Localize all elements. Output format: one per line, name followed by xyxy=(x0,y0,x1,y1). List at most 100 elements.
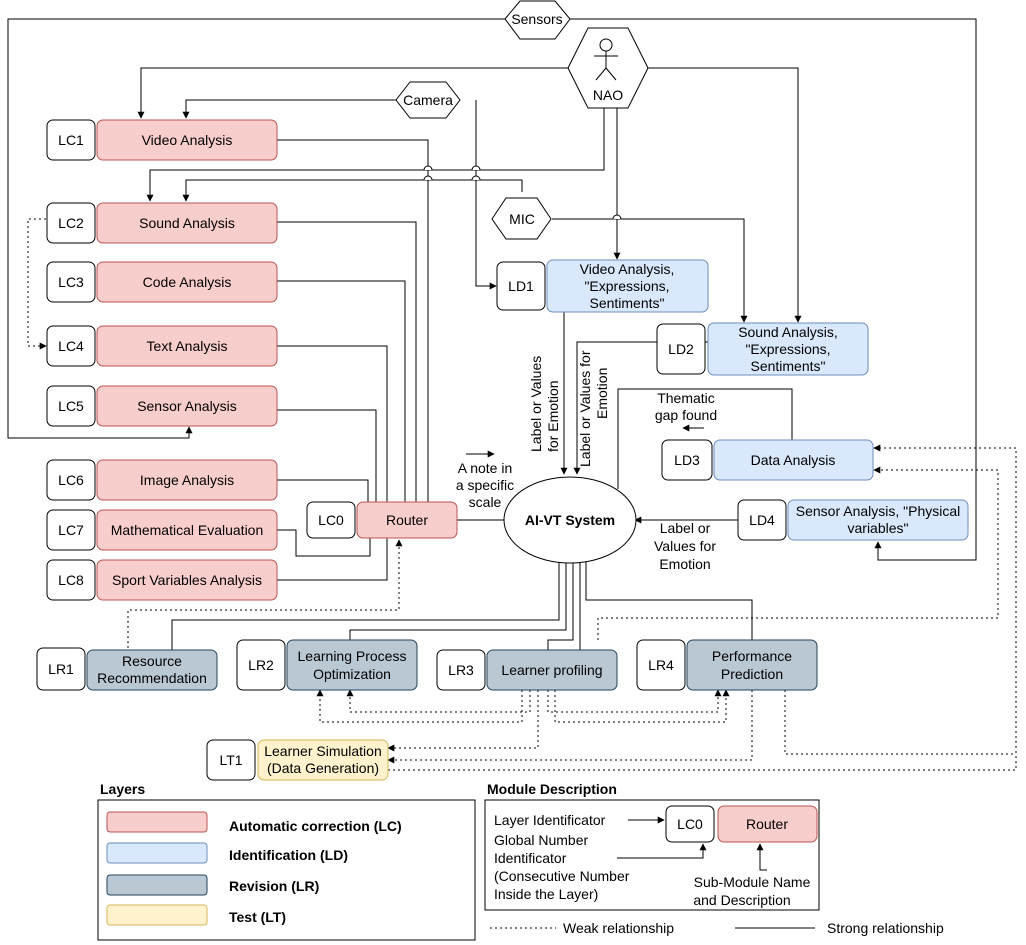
svg-text:Test (LT): Test (LT) xyxy=(229,909,286,925)
module-id: LC8 xyxy=(58,572,84,588)
module-ld4: LD4 Sensor Analysis, "Physical variables… xyxy=(737,499,969,541)
module-lc0: LC0 Router xyxy=(306,501,458,539)
relationship-legend: Weak relationship Strong relationship xyxy=(490,920,944,936)
svg-text:for Emotion: for Emotion xyxy=(545,380,561,452)
module-lc2: LC2 Sound Analysis xyxy=(46,202,278,244)
layers-title: Layers xyxy=(100,781,145,797)
svg-text:Automatic correction (LC): Automatic correction (LC) xyxy=(229,818,402,834)
svg-text:Values for: Values for xyxy=(654,538,716,554)
edge-nao-ld2 xyxy=(648,67,802,323)
weak-lr4-lt1 xyxy=(387,690,753,764)
module-label: Resource xyxy=(122,653,182,669)
weak-lr3-lr4-b xyxy=(554,689,730,723)
module-id: LD4 xyxy=(749,512,775,528)
legend-item-ld: Identification (LD) xyxy=(106,842,348,864)
svg-text:Sub-Module Name: Sub-Module Name xyxy=(694,874,811,890)
weak-lr3-ld3 xyxy=(597,466,999,640)
module-label: Performance xyxy=(712,648,792,664)
module-label: Recommendation xyxy=(97,670,207,686)
ld4-emotion-label: Label or Values for Emotion xyxy=(654,520,716,572)
note-annotation: A note in a specific scale xyxy=(456,460,514,510)
module-label: Data Analysis xyxy=(751,452,836,468)
nao-node: NAO xyxy=(567,27,649,109)
module-id: LC0 xyxy=(318,512,344,528)
module-lt1: LT1 Learner Simulation (Data Generation) xyxy=(206,739,389,781)
module-lc4: LC4 Text Analysis xyxy=(46,325,278,367)
svg-text:gap found: gap found xyxy=(655,407,717,423)
module-label: Router xyxy=(386,512,428,528)
weak-relationship-label: Weak relationship xyxy=(563,920,674,936)
module-ld2: LD2 Sound Analysis, "Expressions, Sentim… xyxy=(656,322,869,376)
module-ld1: LD1 Video Analysis, "Expressions, Sentim… xyxy=(496,259,709,313)
module-label: Prediction xyxy=(721,666,783,682)
module-id: LC1 xyxy=(58,132,84,148)
edge-lc8-router xyxy=(277,538,388,581)
module-label: Image Analysis xyxy=(140,472,234,488)
module-label: "Expressions, xyxy=(584,278,669,294)
module-label: variables" xyxy=(848,520,909,536)
module-id: LD3 xyxy=(674,452,700,468)
line-jump xyxy=(423,165,433,171)
line-jump xyxy=(612,214,622,220)
weak-lr4-ld3 xyxy=(784,690,1016,755)
svg-text:A note in: A note in xyxy=(458,460,513,476)
camera-label: Camera xyxy=(403,92,453,108)
edge-sensors-ld4 xyxy=(568,18,977,561)
sensors-node: Sensors xyxy=(504,0,571,40)
edge-lc4-router xyxy=(277,345,388,502)
module-label: Learner profiling xyxy=(501,662,602,678)
svg-text:Router: Router xyxy=(746,816,788,832)
svg-text:Label or: Label or xyxy=(660,520,711,536)
edge-lc5-router xyxy=(277,409,377,502)
edge-lc1-router xyxy=(277,139,429,502)
edge-sensors-lc5 xyxy=(7,18,505,439)
weak-lr3-lt1 xyxy=(387,690,539,752)
module-label: "Expressions, xyxy=(745,341,830,357)
module-ld3: LD3 Data Analysis xyxy=(661,439,874,481)
module-id: LT1 xyxy=(219,752,242,768)
module-label: Learning Process xyxy=(298,648,407,664)
edge-lc2-router xyxy=(277,221,417,502)
module-id: LR3 xyxy=(448,662,474,678)
mic-label: MIC xyxy=(509,211,535,227)
svg-text:Layer Identificator: Layer Identificator xyxy=(494,812,606,828)
layers-legend: Layers Automatic correction (LC) Identif… xyxy=(97,781,476,941)
svg-text:Emotion: Emotion xyxy=(659,556,710,572)
edge-nao-lc2 xyxy=(146,103,605,202)
module-id: LC4 xyxy=(58,338,84,354)
edge-nao-lc1 xyxy=(137,67,578,119)
edge-core-lr2 xyxy=(349,561,567,640)
module-lc1: LC1 Video Analysis xyxy=(46,119,278,161)
module-id: LR1 xyxy=(48,661,74,677)
ld1-emotion-label: Label or Values for Emotion xyxy=(528,356,561,452)
module-label: Text Analysis xyxy=(147,338,228,354)
svg-text:Emotion: Emotion xyxy=(594,368,610,419)
module-lr1: LR1 Resource Recommendation xyxy=(36,647,218,691)
mic-node: MIC xyxy=(491,197,552,240)
svg-text:Identification (LD): Identification (LD) xyxy=(229,847,348,863)
ai-vt-system-node: AI-VT System xyxy=(503,476,637,564)
edge-core-lr3-a xyxy=(547,562,574,650)
module-label: Sensor Analysis, "Physical xyxy=(796,503,961,519)
module-lc6: LC6 Image Analysis xyxy=(46,459,278,501)
svg-text:a specific: a specific xyxy=(456,477,514,493)
module-lc3: LC3 Code Analysis xyxy=(46,261,278,303)
edge-lc7-router xyxy=(277,529,371,557)
edge-ld3-core xyxy=(617,388,793,489)
module-label: Learner Simulation xyxy=(264,743,382,759)
weak-lt1-ld3 xyxy=(388,444,1017,771)
module-label: Sensor Analysis xyxy=(137,398,237,414)
module-id: LR4 xyxy=(648,657,674,673)
svg-text:Revision (LR): Revision (LR) xyxy=(229,878,319,894)
module-label: Video Analysis, xyxy=(580,261,675,277)
svg-text:Label or Values for: Label or Values for xyxy=(577,350,593,467)
camera-node: Camera xyxy=(395,81,461,119)
module-label: Sport Variables Analysis xyxy=(112,572,262,588)
svg-text:and Description: and Description xyxy=(693,892,790,908)
module-label: (Data Generation) xyxy=(267,760,379,776)
module-lc7: LC7 Mathematical Evaluation xyxy=(46,509,278,551)
svg-text:(Consecutive Number: (Consecutive Number xyxy=(494,868,630,884)
module-id: LC7 xyxy=(58,522,84,538)
module-description-title: Module Description xyxy=(487,781,617,797)
